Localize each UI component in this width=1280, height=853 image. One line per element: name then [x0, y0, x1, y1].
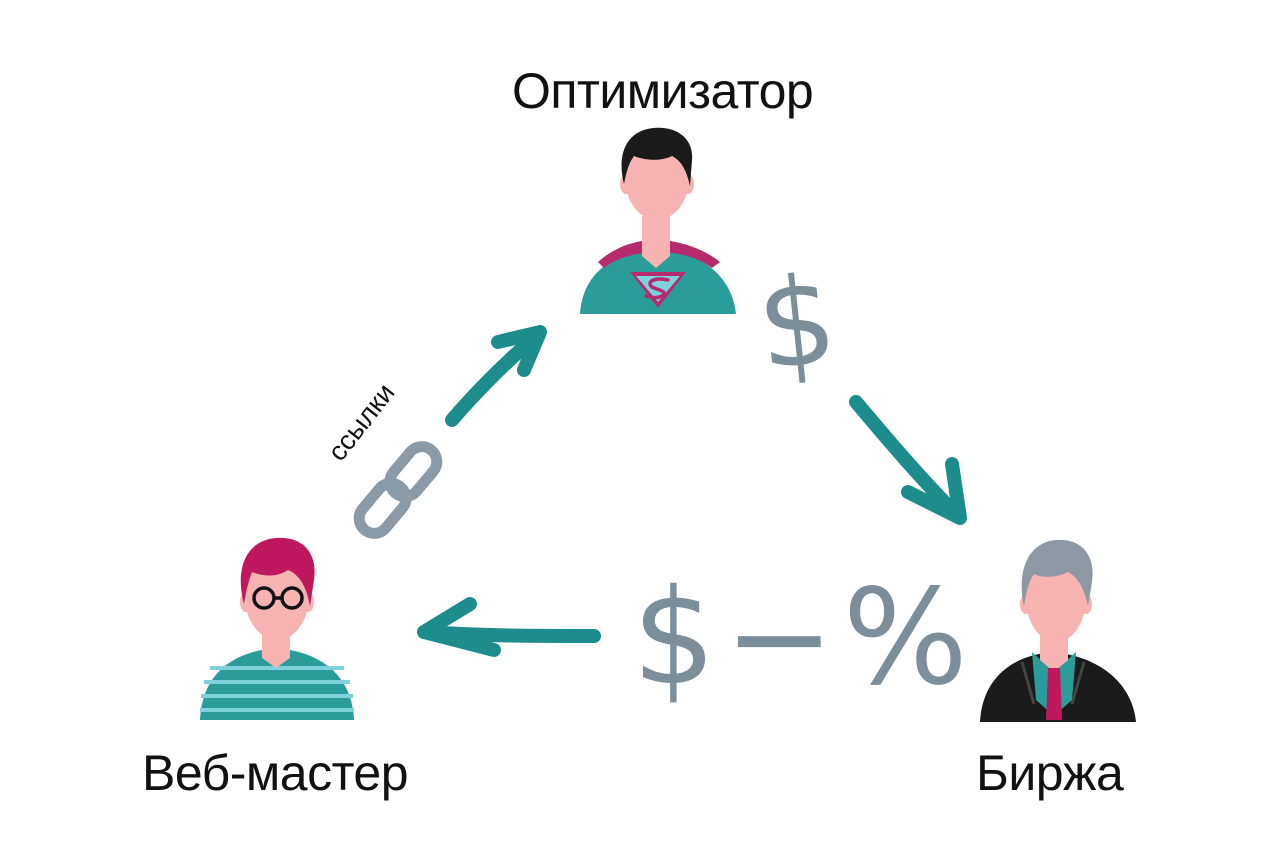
optimizer-avatar [580, 127, 736, 314]
payment-minus-fee-label: $−% [632, 561, 977, 715]
exchange-label: Биржа [976, 745, 1124, 801]
payment-dollar-label: $ [750, 248, 843, 398]
webmaster-avatar [200, 537, 354, 720]
arrow-exchange-to-webmaster [417, 597, 601, 657]
webmaster-label: Веб-мастер [142, 745, 409, 801]
chain-link-icon [353, 441, 443, 539]
exchange-avatar [980, 539, 1136, 722]
arrow-optimizer-to-exchange [849, 395, 967, 525]
optimizer-label: Оптимизатор [512, 63, 814, 119]
arrow-webmaster-to-optimizer [445, 325, 547, 427]
